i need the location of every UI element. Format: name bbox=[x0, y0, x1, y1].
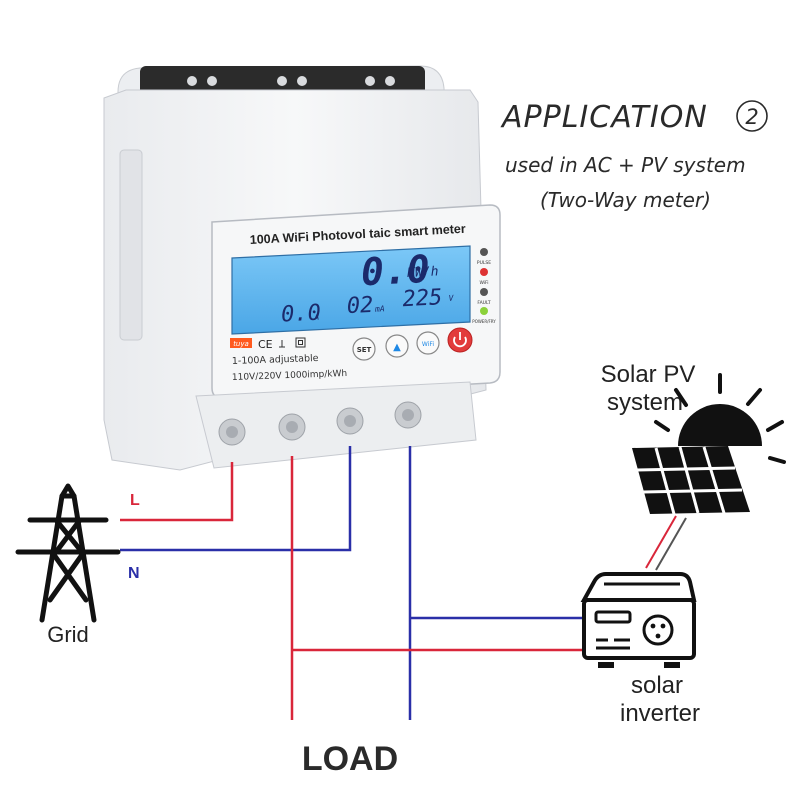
neutral-wire-grid bbox=[120, 446, 352, 552]
solar-inverter-icon bbox=[580, 572, 697, 668]
fault-led-icon bbox=[480, 288, 488, 296]
application-subtitle-1: used in AC + PV system bbox=[505, 153, 746, 177]
lcd-small-unit: mA bbox=[374, 304, 385, 314]
lcd-voltage-value: 225 bbox=[402, 285, 443, 312]
live-wire-grid bbox=[120, 462, 234, 522]
pulse-led-icon bbox=[480, 248, 488, 256]
lcd-voltage-unit: V bbox=[448, 294, 454, 303]
wifi-button[interactable]: WiFi bbox=[416, 331, 440, 355]
inverter-socket-icon bbox=[642, 614, 674, 646]
up-arrow-icon: ▲ bbox=[393, 342, 401, 353]
application-title: APPLICATION bbox=[500, 100, 708, 135]
double-insulation-icon bbox=[295, 337, 306, 348]
application-number: 2 bbox=[745, 105, 758, 129]
tuya-badge-text: tuya bbox=[233, 340, 249, 348]
grid-label: Grid bbox=[47, 622, 89, 647]
solar-pv-label-2: system bbox=[607, 389, 683, 416]
cert-marks: CE bbox=[258, 338, 273, 351]
inverter-label-2: inverter bbox=[620, 700, 700, 727]
live-label: L bbox=[130, 492, 140, 509]
cert-icons bbox=[279, 337, 306, 348]
inverter-label-1: solar bbox=[631, 672, 683, 699]
grid-tower-icon bbox=[15, 483, 121, 623]
set-button-label: SET bbox=[357, 346, 372, 354]
load-label: LOAD bbox=[302, 740, 398, 778]
inverter-display-icon bbox=[594, 610, 632, 624]
led-label-fault: FAULT bbox=[477, 300, 490, 306]
bottom-terminal-screws bbox=[218, 401, 422, 446]
tuya-badge bbox=[230, 338, 252, 348]
header: APPLICATION 2 used in AC + PV system (Tw… bbox=[500, 100, 768, 212]
wifi-led-icon bbox=[480, 268, 488, 276]
lcd-small-value: 02 bbox=[346, 293, 374, 319]
spec-line-1: 1-100A adjustable bbox=[232, 353, 319, 367]
sun-icon bbox=[654, 373, 786, 464]
wifi-button-label: WiFi bbox=[422, 341, 434, 348]
power-icon bbox=[453, 336, 467, 348]
spec-line-2: 110V/220V 1000imp/kWh bbox=[232, 369, 348, 383]
neutral-label: N bbox=[128, 565, 140, 582]
lcd-screen bbox=[231, 245, 471, 335]
lcd-current-unit: A bbox=[313, 313, 319, 322]
recycle-icon bbox=[279, 340, 285, 348]
solar-panel-icon bbox=[632, 446, 750, 515]
led-label-power: POWER/FRY bbox=[472, 319, 496, 324]
set-button[interactable]: SET bbox=[352, 337, 376, 361]
power-led-icon bbox=[480, 307, 488, 315]
top-terminal-screws bbox=[187, 76, 395, 86]
lcd-current-value: 0.0 bbox=[281, 301, 322, 328]
solar-pv-label-1: Solar PV bbox=[601, 361, 696, 388]
din-rail-clip bbox=[119, 149, 143, 341]
wiring bbox=[120, 446, 687, 720]
lcd-energy-value: 0.0 bbox=[360, 247, 431, 295]
application-number-badge bbox=[736, 100, 768, 132]
led-label-pulse: PULSE bbox=[477, 260, 491, 266]
pv-wire-positive bbox=[645, 515, 677, 569]
pv-wire-negative bbox=[655, 517, 687, 571]
smart-meter: 100A WiFi Photovol taic smart meter 0.0 … bbox=[103, 65, 501, 471]
application-subtitle-2: (Two-Way meter) bbox=[540, 188, 711, 212]
lcd-energy-unit: KW/h bbox=[406, 264, 439, 281]
indicator-leds: PULSE WiFi FAULT POWER/FRY bbox=[472, 248, 496, 324]
led-label-wifi: WiFi bbox=[479, 280, 488, 286]
up-button[interactable]: ▲ bbox=[385, 334, 409, 358]
power-button[interactable] bbox=[447, 327, 473, 353]
